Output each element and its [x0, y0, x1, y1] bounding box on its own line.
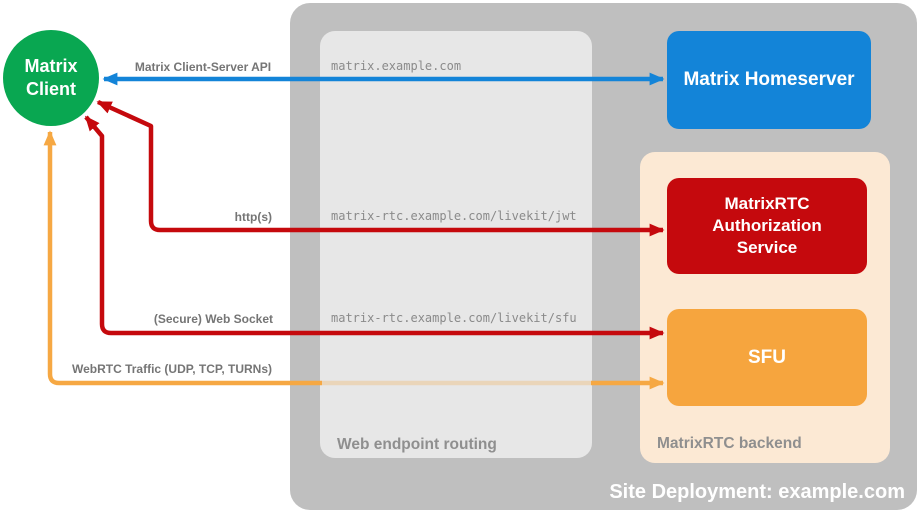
- matrixrtc-backend-label: MatrixRTC backend: [657, 435, 802, 452]
- https-arrow-label: http(s): [234, 210, 272, 224]
- webrtc-traffic-arrow-label: WebRTC Traffic (UDP, TCP, TURNs): [71, 362, 272, 376]
- sfu-node: SFU: [667, 309, 867, 406]
- matrix-homeserver-node: Matrix Homeserver: [667, 31, 871, 129]
- matrix-client-node: Matrix Client: [3, 30, 99, 126]
- web-socket-arrow-label: (Secure) Web Socket: [153, 312, 273, 326]
- route-matrix-example-com: matrix.example.com: [331, 59, 462, 73]
- webrtc-traffic-arrow: [43, 130, 322, 386]
- route-livekit-jwt: matrix-rtc.example.com/livekit/jwt: [331, 209, 577, 223]
- site-deployment-label: Site Deployment: example.com: [609, 481, 905, 503]
- matrix-homeserver-label: Matrix Homeserver: [683, 69, 855, 90]
- matrix-client-label-line2: Client: [25, 79, 76, 99]
- route-livekit-sfu: matrix-rtc.example.com/livekit/sfu: [331, 311, 577, 325]
- web-endpoint-routing-label: Web endpoint routing: [337, 436, 497, 453]
- matrixrtc-authorization-service-label: MatrixRTC Authorization Service: [712, 194, 822, 257]
- matrixrtc-authorization-service-node: MatrixRTC Authorization Service: [667, 178, 867, 274]
- client-server-api-arrow-label: Matrix Client-Server API: [134, 60, 272, 74]
- matrix-client-label-line1: Matrix: [24, 56, 78, 76]
- web-endpoint-routing-box: [320, 31, 592, 458]
- sfu-label: SFU: [748, 346, 786, 368]
